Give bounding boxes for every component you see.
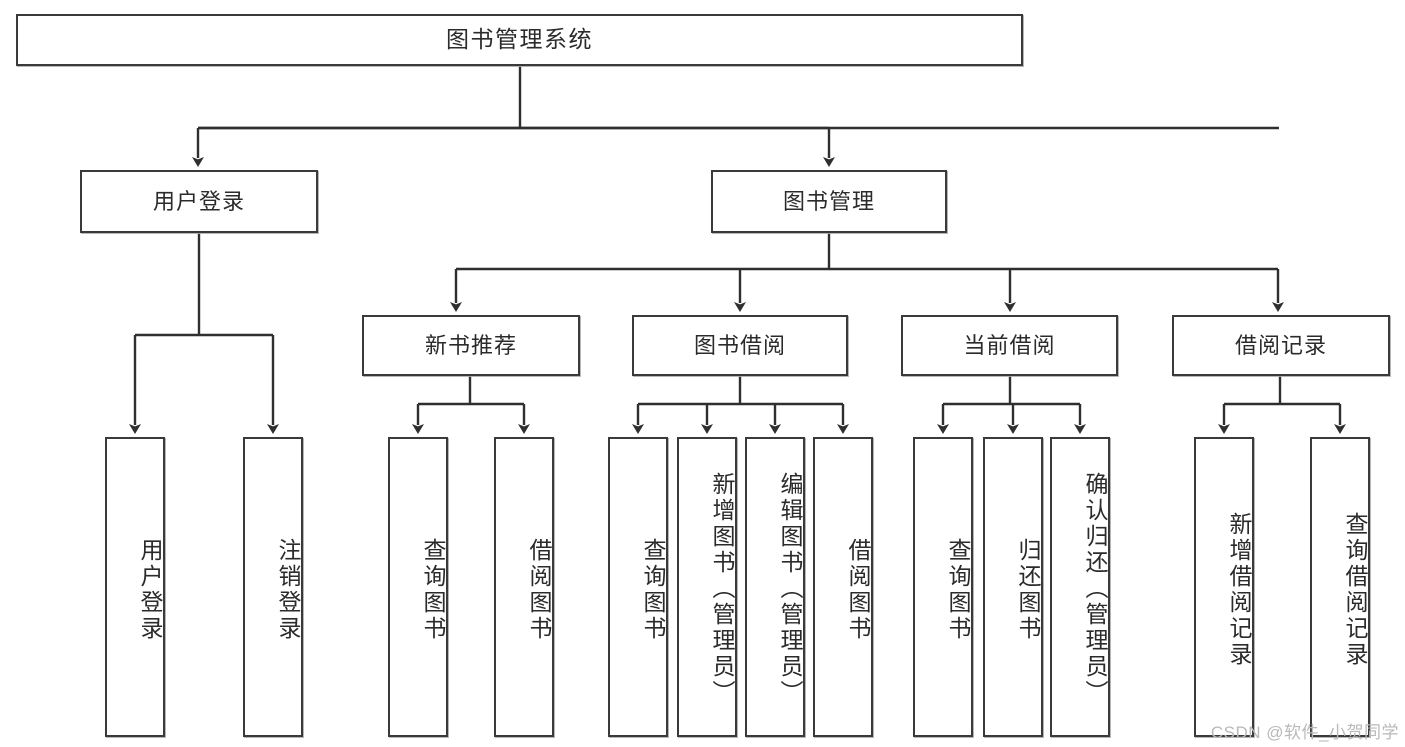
node-label: 借阅图书 xyxy=(526,538,552,642)
leaf-current-borrow-query[interactable]: 查询图书 xyxy=(913,437,973,737)
node-label: 当前借阅 xyxy=(963,332,1056,358)
node-label: 新书推荐 xyxy=(424,332,517,358)
node-label: 新增借阅记录 xyxy=(1226,512,1252,668)
node-label: 借阅记录 xyxy=(1234,332,1327,358)
node-label: 查询图书 xyxy=(945,538,971,642)
node-book-borrow[interactable]: 图书借阅 xyxy=(632,315,848,376)
leaf-book-borrow-borrow[interactable]: 借阅图书 xyxy=(813,437,873,737)
node-label: 查询借阅记录 xyxy=(1342,512,1368,668)
node-root-system[interactable]: 图书管理系统 xyxy=(16,14,1023,66)
leaf-new-book-query[interactable]: 查询图书 xyxy=(388,437,448,737)
leaf-current-borrow-return[interactable]: 归还图书 xyxy=(983,437,1043,737)
node-label: 借阅图书 xyxy=(845,538,871,642)
node-label: 编辑图书（管理员） xyxy=(777,472,803,706)
node-label: 确认归还（管理员） xyxy=(1082,472,1108,706)
leaf-user-login-logout[interactable]: 注销登录 xyxy=(243,437,303,737)
leaf-book-borrow-add[interactable]: 新增图书（管理员） xyxy=(677,437,737,737)
leaf-current-borrow-confirm-return[interactable]: 确认归还（管理员） xyxy=(1050,437,1110,737)
leaf-borrow-record-query[interactable]: 查询借阅记录 xyxy=(1310,437,1370,737)
node-user-login[interactable]: 用户登录 xyxy=(80,170,318,233)
node-current-borrow[interactable]: 当前借阅 xyxy=(901,315,1118,376)
csdn-watermark: CSDN @软件_小贺同学 xyxy=(1210,723,1399,742)
node-borrow-record[interactable]: 借阅记录 xyxy=(1172,315,1390,376)
node-label: 图书管理 xyxy=(782,188,875,214)
node-label: 用户登录 xyxy=(137,538,163,642)
leaf-book-borrow-edit[interactable]: 编辑图书（管理员） xyxy=(745,437,805,737)
leaf-book-borrow-query[interactable]: 查询图书 xyxy=(608,437,668,737)
node-book-management[interactable]: 图书管理 xyxy=(711,170,947,233)
node-label: 查询图书 xyxy=(640,538,666,642)
node-label: 新增图书（管理员） xyxy=(709,472,735,706)
node-label: 用户登录 xyxy=(152,188,245,214)
node-new-book-recommend[interactable]: 新书推荐 xyxy=(362,315,580,376)
node-label: 图书借阅 xyxy=(693,332,786,358)
leaf-user-login-login[interactable]: 用户登录 xyxy=(105,437,165,737)
leaf-borrow-record-add[interactable]: 新增借阅记录 xyxy=(1194,437,1254,737)
node-label: 注销登录 xyxy=(275,538,301,642)
node-label: 图书管理系统 xyxy=(446,26,593,53)
node-label: 查询图书 xyxy=(420,538,446,642)
leaf-new-book-borrow[interactable]: 借阅图书 xyxy=(494,437,554,737)
node-label: 归还图书 xyxy=(1015,538,1041,642)
